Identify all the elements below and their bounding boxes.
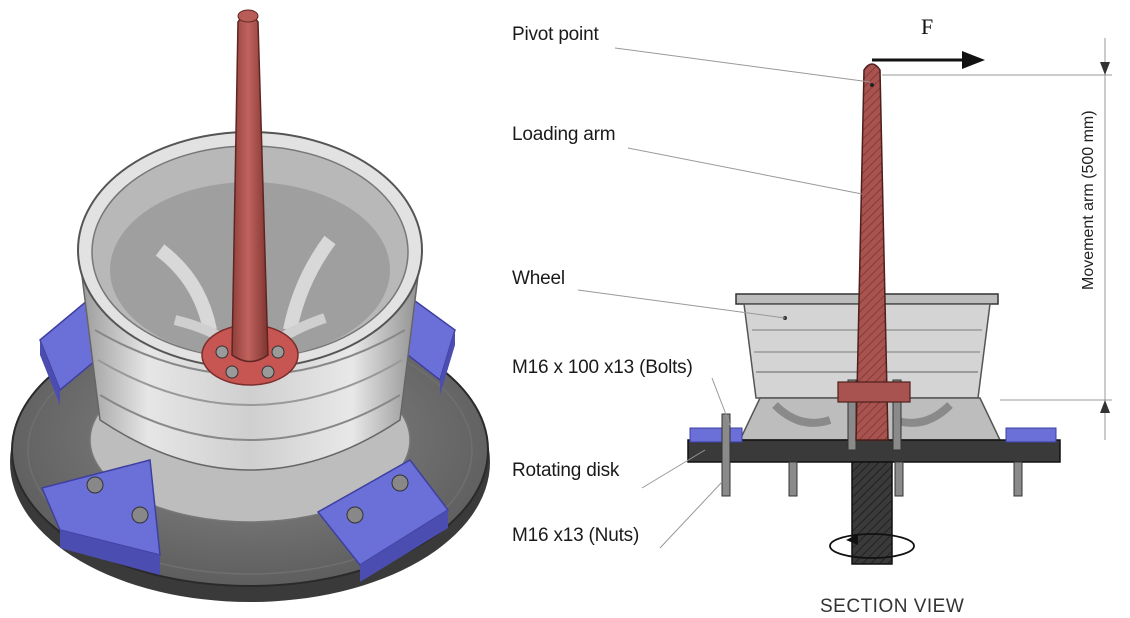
label-bolts: M16 x 100 x13 (Bolts) xyxy=(512,357,693,378)
label-section-view: SECTION VIEW xyxy=(820,596,965,617)
label-force: F xyxy=(921,14,934,39)
label-pivot-point: Pivot point xyxy=(512,24,599,45)
loading-arm-3d xyxy=(231,9,269,363)
drive-shaft xyxy=(851,461,893,565)
label-rotating-disk: Rotating disk xyxy=(512,460,620,481)
label-wheel: Wheel xyxy=(512,268,565,289)
force-arrow xyxy=(872,51,985,69)
leader-lines xyxy=(577,47,871,549)
movement-arm-dimension xyxy=(882,38,1112,440)
loading-arm-section xyxy=(837,63,911,441)
rotation-arrow xyxy=(829,533,915,559)
label-movement-arm: Movement arm (500 mm) xyxy=(1080,110,1097,290)
label-loading-arm: Loading arm xyxy=(512,124,616,145)
label-nuts: M16 x13 (Nuts) xyxy=(512,525,640,546)
isometric-view xyxy=(10,9,490,602)
